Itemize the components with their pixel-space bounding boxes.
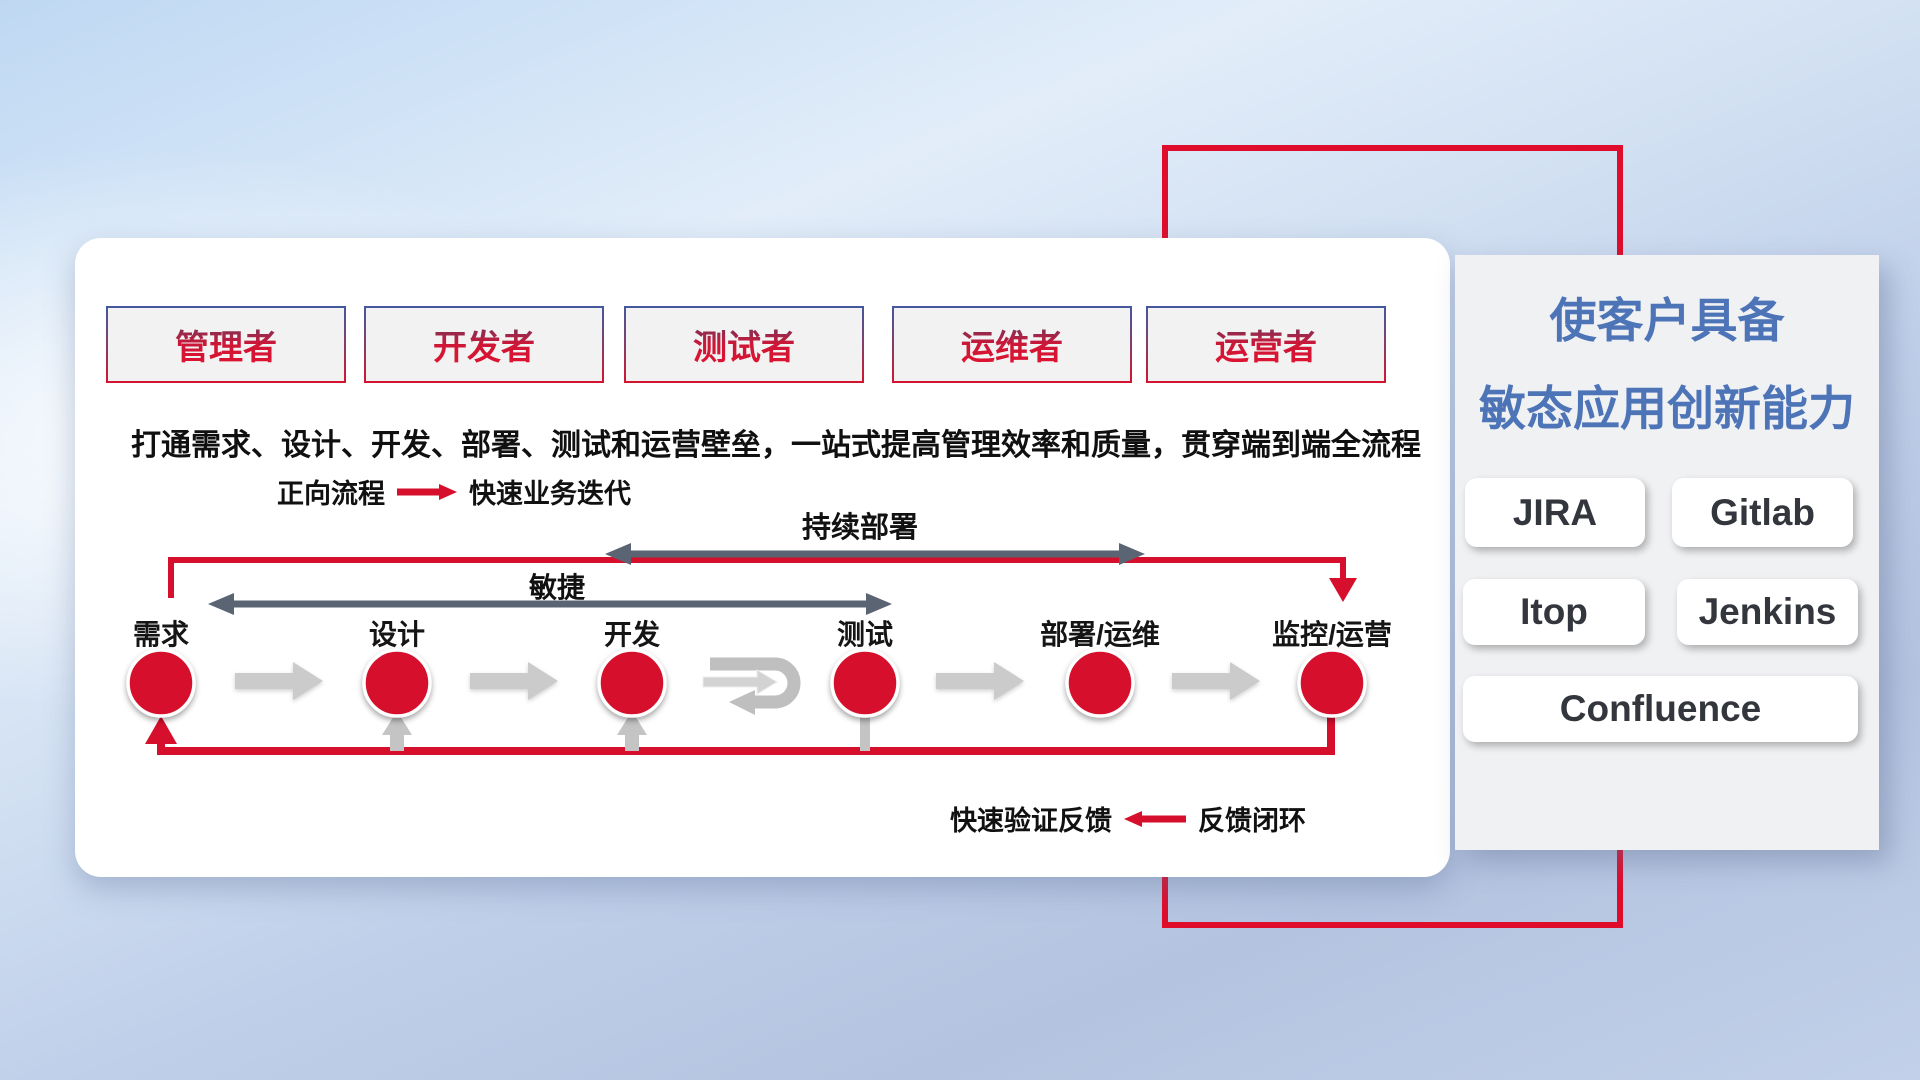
design-up-arrow-icon: [382, 711, 412, 751]
node-circle-test: [830, 648, 900, 718]
flow-node-circles: [126, 648, 1367, 718]
node-label-design: 设计: [368, 619, 425, 650]
tool-card-itop: Itop: [1463, 579, 1645, 645]
feedback-legend-label: 快速验证反馈: [950, 806, 1112, 836]
tool-card-gitlab: Gitlab: [1672, 478, 1853, 547]
agile-arrow-icon: [208, 593, 892, 615]
node-label-develop: 开发: [603, 619, 660, 650]
node-circle-monitor: [1297, 648, 1367, 718]
tool-card-jira: JIRA: [1465, 478, 1645, 547]
node-label-monitor: 监控/运营: [1272, 619, 1392, 650]
forward-legend: 正向流程 快速业务迭代: [277, 472, 631, 511]
role-label: 测试者: [693, 320, 795, 369]
block-arrows: [235, 662, 1260, 700]
role-label: 开发者: [433, 320, 535, 369]
feedback-flow-line-icon: [157, 711, 1335, 755]
node-circle-design: [362, 648, 432, 718]
test-connector-line-icon: [860, 713, 870, 751]
agile-label: 敏捷: [528, 572, 585, 603]
side-panel: 使客户具备 敏态应用创新能力 JIRA Gitlab Itop Jenkins …: [1455, 255, 1879, 850]
forward-flow-arrowhead-icon: [1329, 578, 1357, 602]
panel-title-line1: 使客户具备: [1549, 294, 1785, 347]
block-arrow-icon: [936, 662, 1024, 700]
continuous-deployment-arrow-icon: [605, 543, 1145, 565]
node-label-demand: 需求: [132, 619, 189, 650]
continuous-deployment-label: 持续部署: [801, 512, 918, 544]
role-label: 运维者: [961, 320, 1063, 369]
forward-legend-value: 快速业务迭代: [469, 479, 631, 509]
forward-flow-line-icon: [168, 557, 1346, 598]
loop-arrow-icon: [702, 657, 801, 715]
role-label: 运营者: [1215, 320, 1317, 369]
tool-card-jenkins: Jenkins: [1677, 579, 1858, 645]
block-arrow-icon: [470, 662, 558, 700]
block-arrow-icon: [1172, 662, 1260, 700]
tool-card-confluence: Confluence: [1463, 676, 1858, 742]
flow-diagram: [126, 543, 1367, 755]
role-box-tester: 测试者: [624, 306, 864, 383]
role-box-manager: 管理者: [106, 306, 346, 383]
feedback-legend-value: 反馈闭环: [1198, 806, 1306, 836]
panel-title-line2: 敏态应用创新能力: [1479, 382, 1855, 435]
node-label-test: 测试: [836, 619, 893, 650]
node-circle-develop: [597, 648, 667, 718]
node-circle-demand: [126, 648, 196, 718]
main-card: 管理者 开发者 测试者 运维者 运营者 打通需求、设计、开发、部署、测试和运营壁…: [75, 238, 1450, 877]
role-box-operator: 运营者: [1146, 306, 1386, 383]
role-box-developer: 开发者: [364, 306, 604, 383]
feedback-legend: 快速验证反馈 反馈闭环: [950, 799, 1306, 838]
block-arrow-icon: [235, 662, 323, 700]
node-label-deploy-ops: 部署/运维: [1040, 619, 1160, 650]
workflow-description: 打通需求、设计、开发、部署、测试和运营壁垒，一站式提高管理效率和质量，贯穿端到端…: [131, 429, 1421, 462]
role-box-ops: 运维者: [892, 306, 1132, 383]
node-circle-deploy-ops: [1065, 648, 1135, 718]
develop-up-arrow-icon: [617, 711, 647, 751]
feedback-arrow-icon: [1124, 810, 1186, 827]
forward-legend-label: 正向流程: [277, 479, 385, 509]
forward-arrow-icon: [397, 483, 457, 500]
feedback-flow-arrowhead-icon: [145, 716, 177, 744]
panel-title: 使客户具备 敏态应用创新能力: [1455, 277, 1879, 453]
role-label: 管理者: [175, 320, 277, 369]
